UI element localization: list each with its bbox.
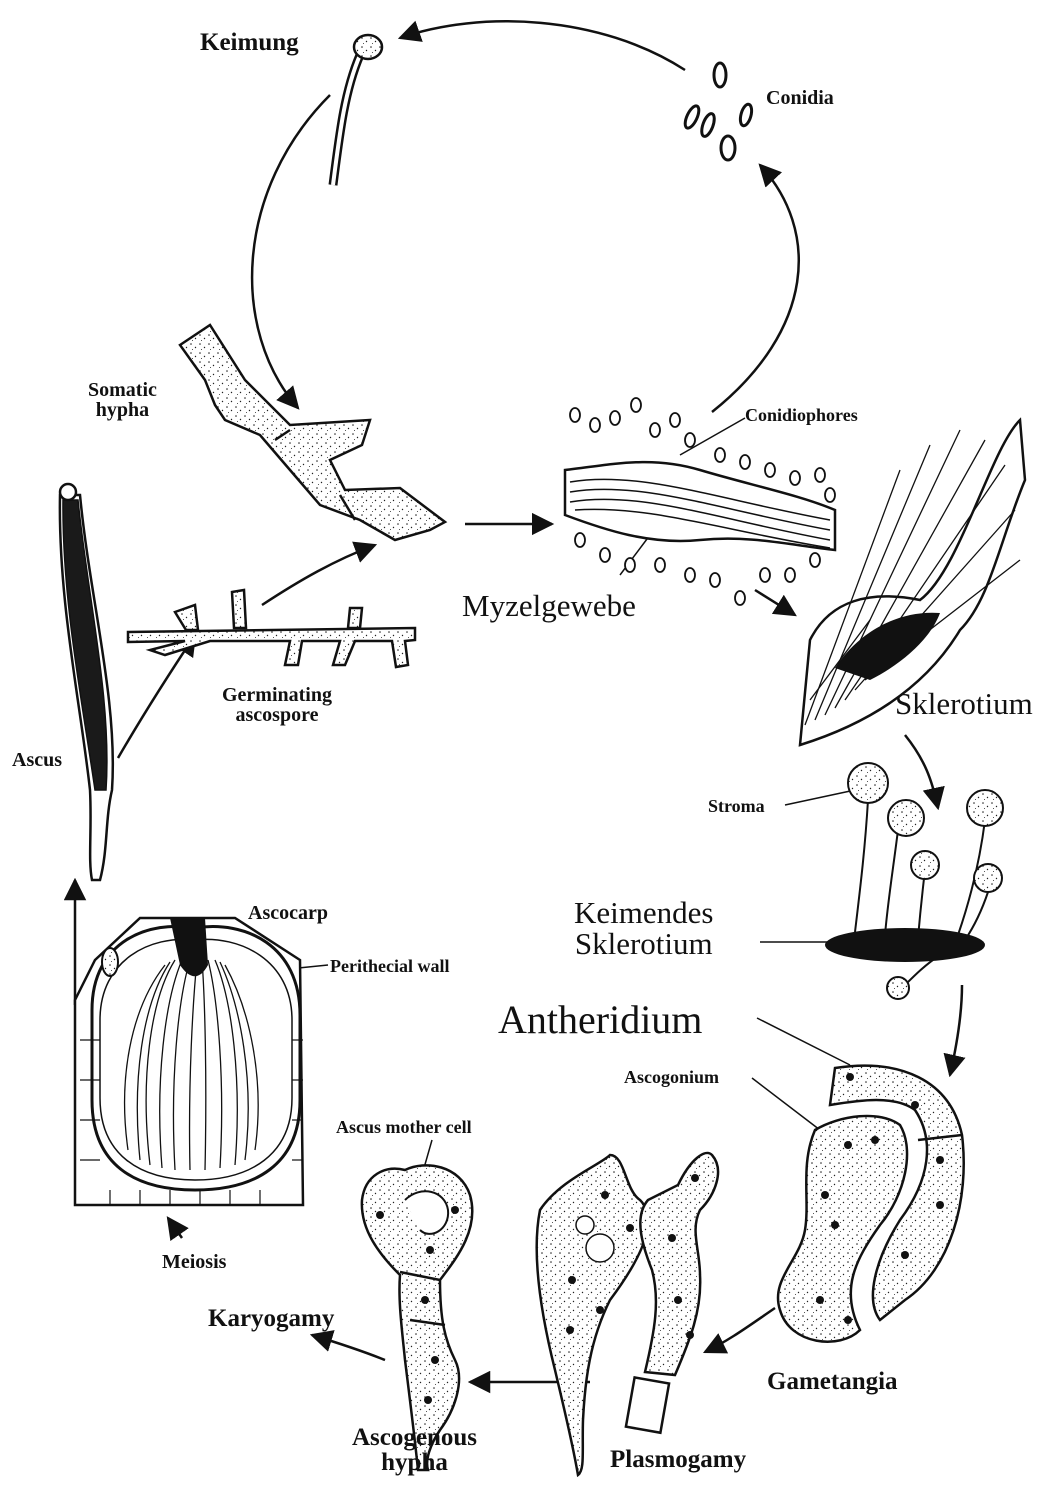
label-somatic-hypha: Somatic hypha bbox=[88, 380, 157, 420]
plasmogamy-drawing bbox=[537, 1153, 718, 1475]
somatic-hypha-drawing bbox=[180, 325, 445, 540]
myzelgewebe-mat bbox=[565, 398, 835, 605]
arrow-meiosis-to-ascocarp bbox=[168, 1218, 182, 1238]
label-germinating-ascospore: Germinating ascospore bbox=[222, 685, 332, 725]
germinating-ascospore-drawing bbox=[128, 590, 415, 667]
keimung-germ-tube bbox=[333, 35, 382, 185]
label-meiosis: Meiosis bbox=[162, 1252, 226, 1272]
label-myzelgewebe: Myzelgewebe bbox=[462, 590, 636, 621]
label-conidia: Conidia bbox=[766, 88, 834, 108]
ascus-drawing bbox=[60, 484, 113, 880]
label-sklerotium: Sklerotium bbox=[895, 688, 1033, 719]
label-karyogamy: Karyogamy bbox=[208, 1306, 334, 1331]
label-antheridium: Antheridium bbox=[498, 1000, 702, 1040]
arrow-sklerotium-to-stroma bbox=[905, 735, 938, 808]
label-keimung: Keimung bbox=[200, 30, 299, 55]
conidia-spores bbox=[682, 63, 753, 160]
label-ascogonium: Ascogonium bbox=[624, 1068, 719, 1086]
label-conidiophores: Conidiophores bbox=[745, 406, 858, 424]
label-ascocarp: Ascocarp bbox=[248, 903, 328, 923]
label-ascus-mother-cell: Ascus mother cell bbox=[336, 1118, 472, 1136]
label-gametangia: Gametangia bbox=[767, 1369, 898, 1394]
arrow-keimendes-to-gametangia bbox=[950, 985, 962, 1075]
label-perithecial-wall: Perithecial wall bbox=[330, 957, 449, 975]
label-plasmogamy: Plasmogamy bbox=[610, 1447, 746, 1472]
keimendes-sklerotium-drawing bbox=[825, 763, 1003, 999]
arrow-conidia-to-keimung bbox=[400, 21, 685, 70]
label-ascogenous-hypha: Ascogenous hypha bbox=[352, 1425, 477, 1475]
label-keimendes-sklerotium: Keimendes Sklerotium bbox=[574, 897, 713, 959]
ascocarp-drawing bbox=[75, 918, 303, 1205]
arrow-ascogenous-to-karyogamy bbox=[312, 1335, 385, 1360]
gametangia-drawing bbox=[778, 1066, 964, 1342]
arrow-myzel-to-conidia bbox=[712, 165, 799, 412]
label-ascus: Ascus bbox=[12, 750, 62, 770]
arrow-myzel-to-sklerotium bbox=[755, 590, 795, 615]
arrow-ascospore-to-hypha bbox=[262, 545, 375, 605]
arrow-keimung-to-somatic-hypha bbox=[252, 95, 330, 408]
arrow-gametangia-to-plasmogamy bbox=[705, 1308, 775, 1352]
label-stroma: Stroma bbox=[708, 797, 765, 815]
